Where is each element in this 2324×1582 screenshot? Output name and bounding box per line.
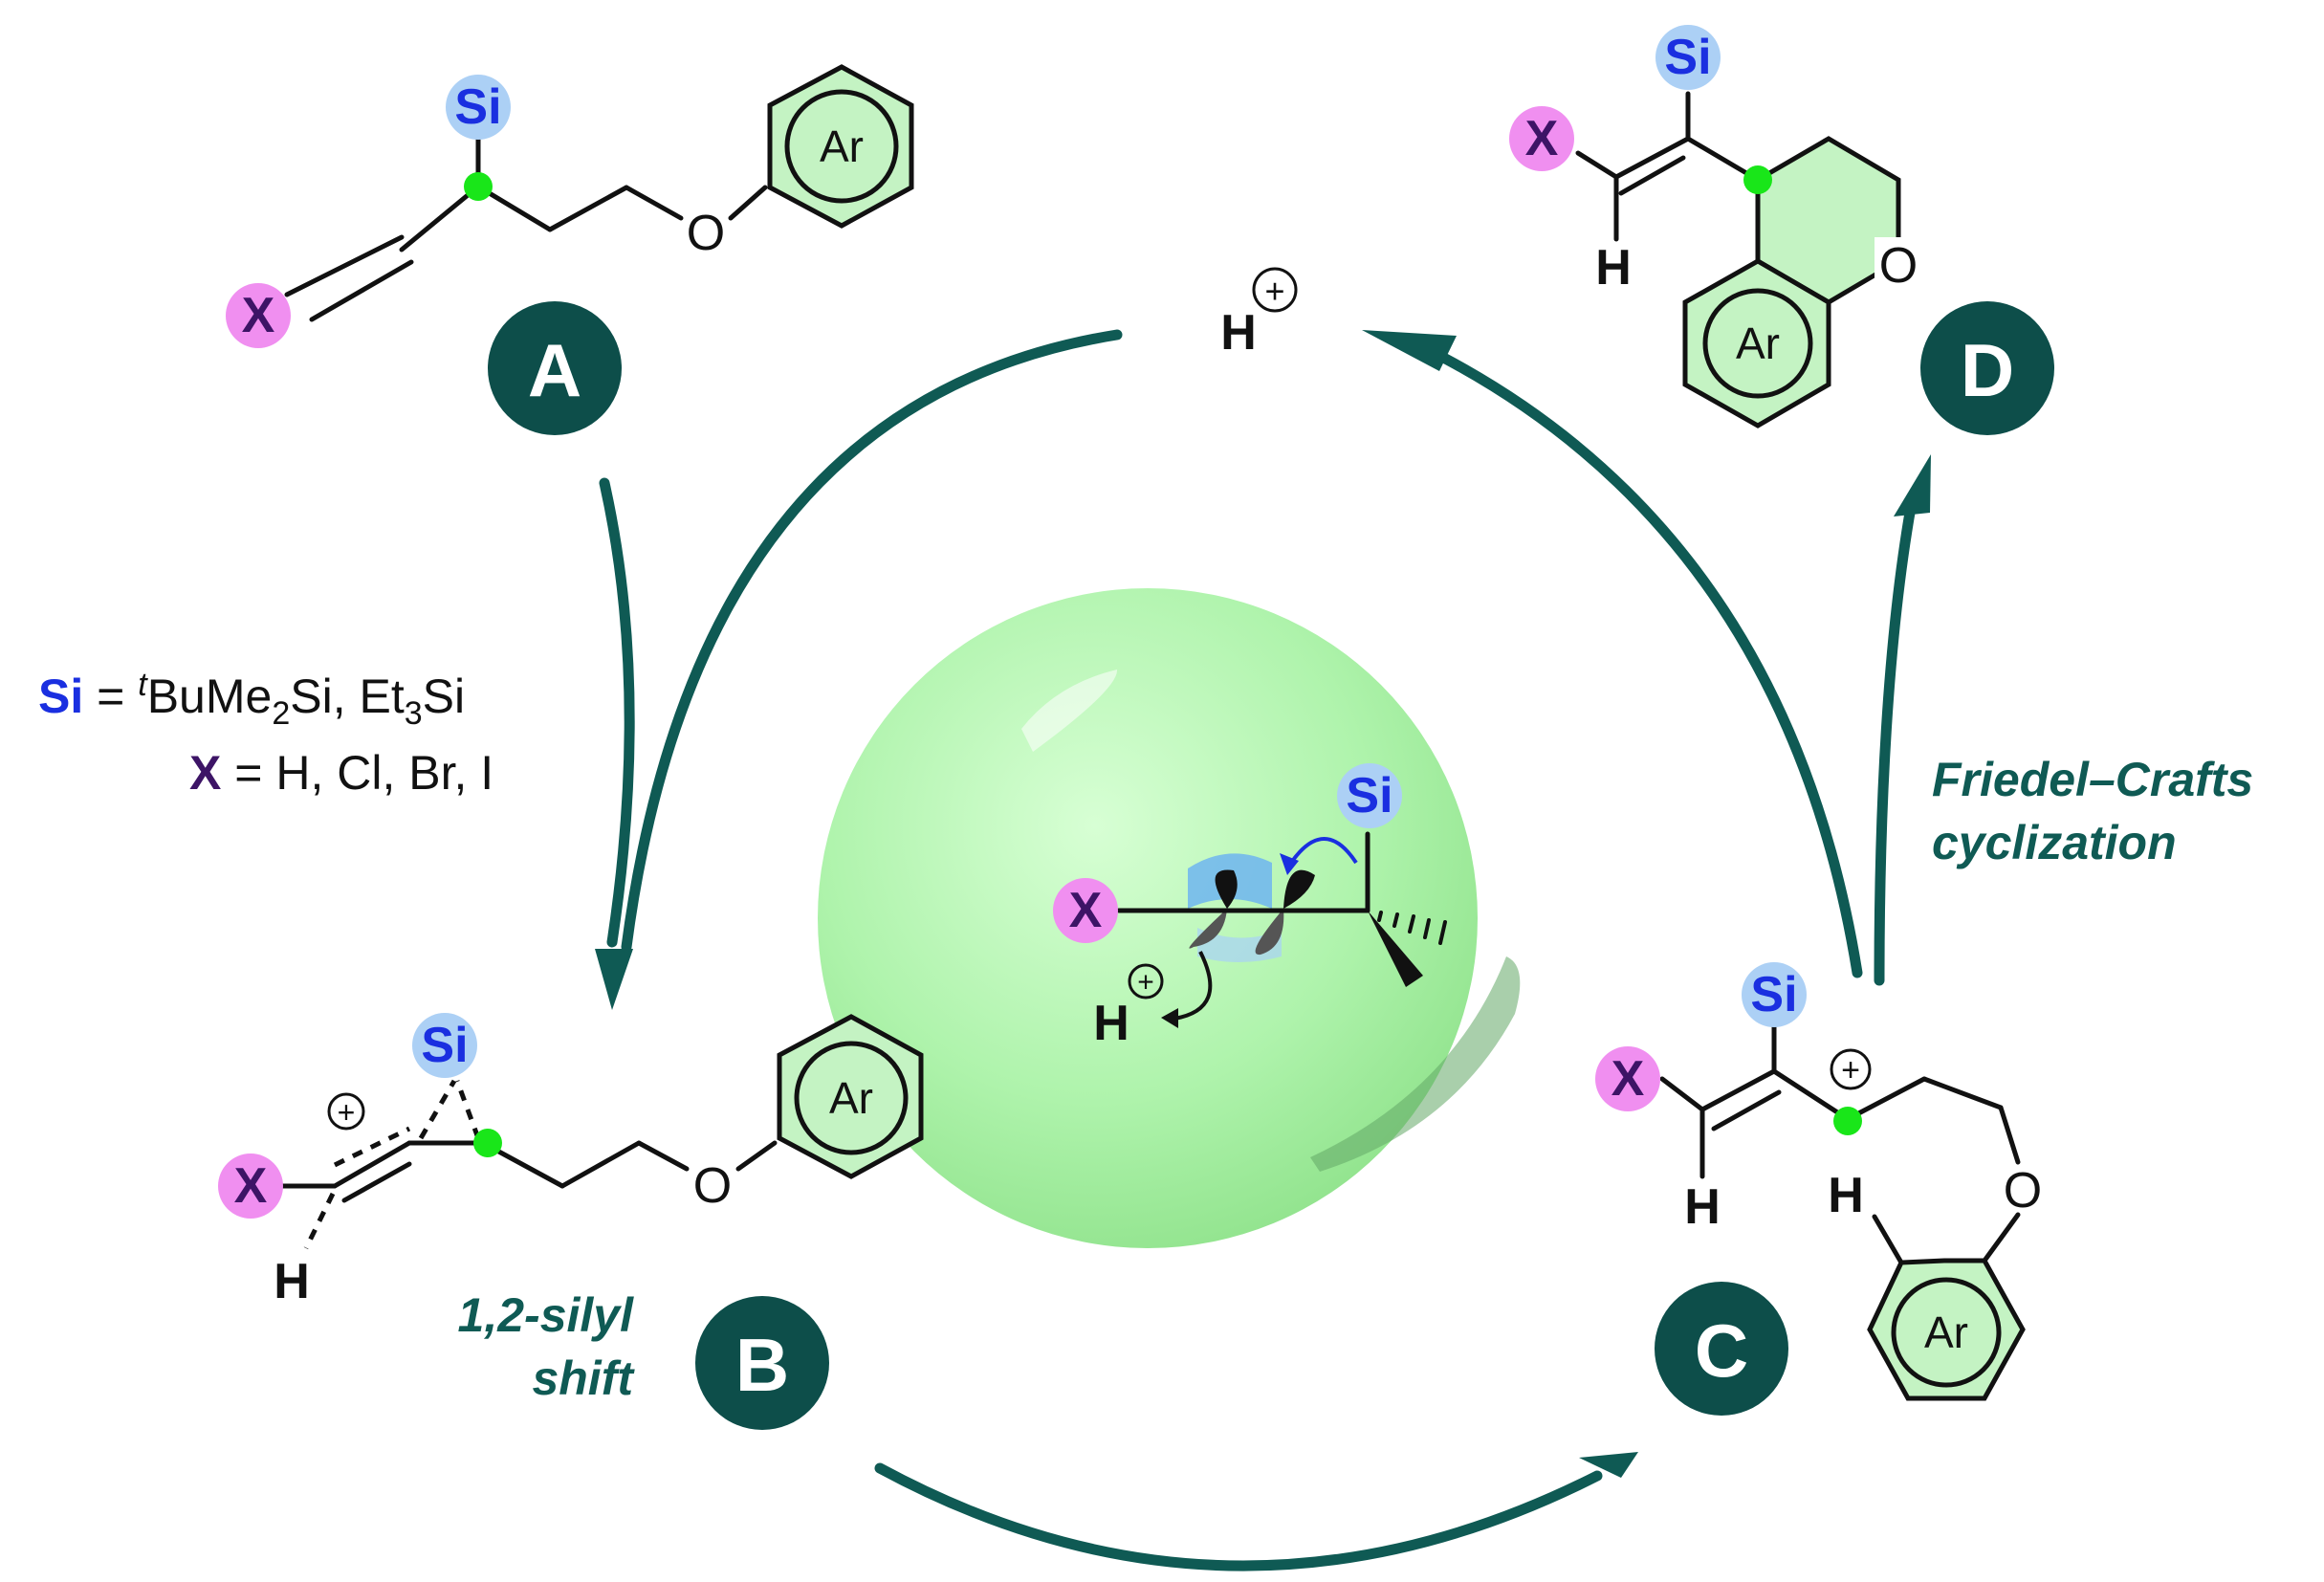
arrow-b-to-c	[874, 1462, 1603, 1571]
center-h-label: H	[1093, 996, 1129, 1051]
proton-species: H +	[1220, 267, 1298, 361]
badge-c: C	[1695, 1308, 1748, 1393]
c-si-label: Si	[1750, 967, 1797, 1022]
badge-d: D	[1961, 328, 2014, 412]
substituent-legend: Si = tBuMe2Si, Et3Si X = H, Cl, Br, I	[38, 667, 493, 800]
compound-a: Si X O Ar A	[226, 64, 914, 435]
step-label-fc-line2: cyclization	[1932, 816, 2177, 869]
d-o-label: O	[1879, 238, 1918, 294]
transition-sphere: Si X H +	[818, 588, 1521, 1248]
center-plus-label: +	[1137, 967, 1154, 999]
legend-x-line: X = H, Cl, Br, I	[189, 746, 493, 800]
step-label-silyl-line1: 1,2-silyl	[458, 1288, 635, 1342]
sphere-highlight	[1021, 670, 1118, 752]
b-x-label: X	[234, 1158, 268, 1214]
proton-h-label: H	[1220, 305, 1257, 361]
c-plus-label: +	[1841, 1052, 1860, 1088]
a-x-label: X	[242, 288, 275, 343]
p-orbital-2-top	[1283, 869, 1315, 909]
a-ar-label: Ar	[820, 121, 864, 171]
sphere-shadow	[1310, 956, 1521, 1172]
arrow-to-proton	[1427, 346, 1863, 978]
arrowhead-b	[595, 949, 633, 1010]
badge-b: B	[735, 1323, 789, 1407]
b-o-label: O	[693, 1158, 732, 1214]
si-migration-arrow	[1289, 837, 1358, 865]
arrow-a-to-b	[599, 477, 635, 948]
c-h-vinyl-label: H	[1684, 1179, 1721, 1235]
p-orbital-1-bottom	[1189, 909, 1227, 949]
d-h-label: H	[1595, 240, 1632, 296]
c-x-label: X	[1611, 1051, 1645, 1107]
step-label-silyl-line2: shift	[532, 1351, 635, 1405]
a-o-label: O	[687, 206, 725, 261]
p-orbital-2-bottom	[1255, 909, 1284, 956]
hashed-wedge	[1377, 911, 1447, 945]
arrow-proton-to-b	[621, 329, 1123, 953]
d-si-label: Si	[1664, 30, 1711, 85]
b-si-label: Si	[421, 1018, 468, 1073]
legend-si-line: Si = tBuMe2Si, Et3Si	[38, 667, 465, 732]
b-h-label: H	[274, 1254, 310, 1309]
proton-arrow	[1173, 951, 1213, 1021]
c-ar-label: Ar	[1924, 1307, 1968, 1357]
b-plus-label: +	[338, 1095, 356, 1130]
step-label-fc-line1: Friedel–Crafts	[1932, 753, 2253, 806]
arrowhead-d	[1894, 454, 1931, 516]
bold-wedge	[1368, 911, 1423, 987]
b-ar-label: Ar	[829, 1073, 873, 1123]
center-si-label: Si	[1346, 768, 1392, 824]
compound-b: Si X H + O Ar B	[218, 1013, 924, 1430]
arrow-c-to-d	[1874, 501, 1917, 986]
badge-a: A	[528, 328, 581, 412]
d-x-label: X	[1525, 111, 1559, 166]
a-si-label: Si	[454, 79, 501, 135]
compound-d: Ar O Si X H D	[1509, 25, 2054, 435]
compound-c: Si X H H + O Ar C	[1595, 962, 2042, 1416]
d-ar-label: Ar	[1736, 319, 1780, 368]
p-orbital-1-top	[1215, 869, 1238, 909]
proton-plus-label: +	[1264, 272, 1284, 311]
center-x-label: X	[1069, 883, 1103, 938]
arrowhead-proton	[1362, 330, 1457, 371]
arrowhead-c	[1579, 1452, 1638, 1478]
c-h-aryl-label: H	[1828, 1168, 1864, 1223]
c-o-label: O	[2004, 1163, 2042, 1219]
cycle-arrows	[595, 329, 1931, 1571]
